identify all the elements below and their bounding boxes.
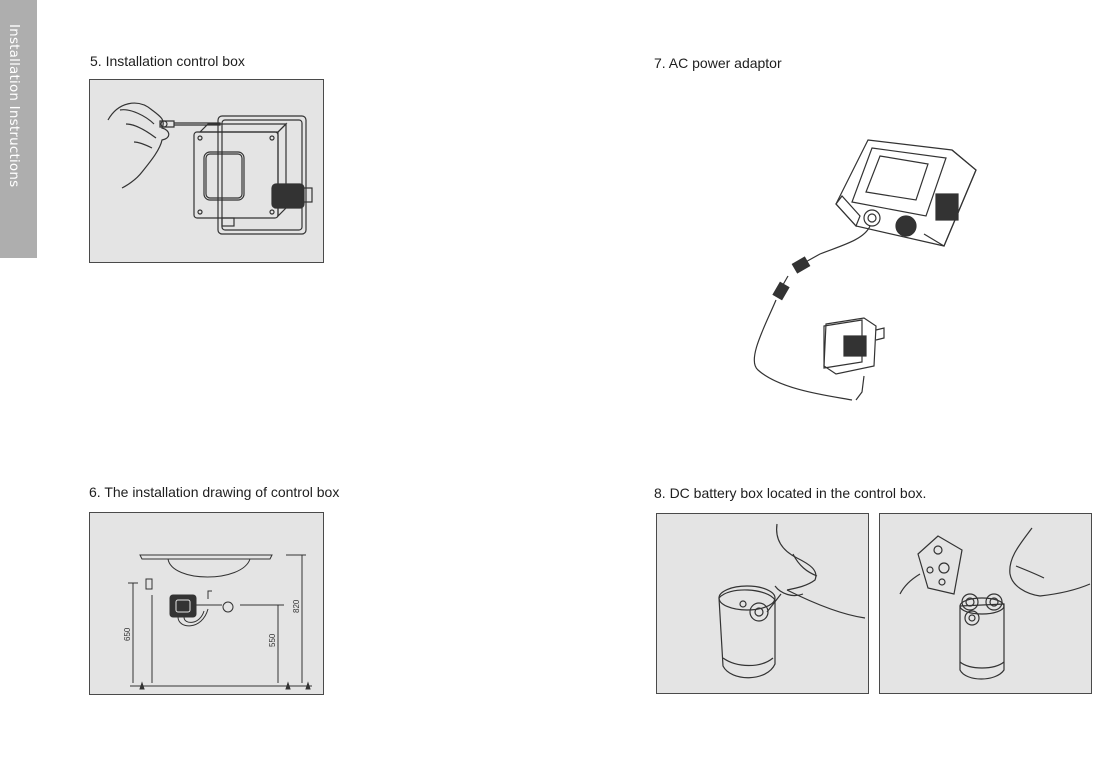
side-tab-label: Installation Instructions — [6, 24, 22, 188]
dimension-650: 650 — [123, 627, 132, 641]
dimension-550: 550 — [268, 633, 277, 647]
control-box-install-illustration — [107, 102, 313, 235]
control-box-install-figure — [89, 79, 324, 263]
ac-adaptor-illustration — [753, 139, 977, 401]
battery-box-figure-a — [656, 513, 869, 694]
installation-drawing: 650 550 820 — [123, 554, 312, 690]
section-7-title: 7. AC power adaptor — [654, 55, 782, 71]
battery-cap-removal-illustration — [718, 523, 866, 679]
battery-insertion-illustration — [899, 527, 1091, 680]
section-6-title: 6. The installation drawing of control b… — [89, 484, 340, 500]
side-tab: Installation Instructions — [0, 0, 37, 258]
installation-drawing-figure: 650 550 820 — [89, 512, 324, 695]
dimension-820: 820 — [292, 599, 301, 613]
ac-adaptor-figure — [740, 130, 1000, 410]
section-8-title: 8. DC battery box located in the control… — [654, 485, 927, 501]
battery-box-figure-b — [879, 513, 1092, 694]
section-5-title: 5. Installation control box — [90, 53, 245, 69]
